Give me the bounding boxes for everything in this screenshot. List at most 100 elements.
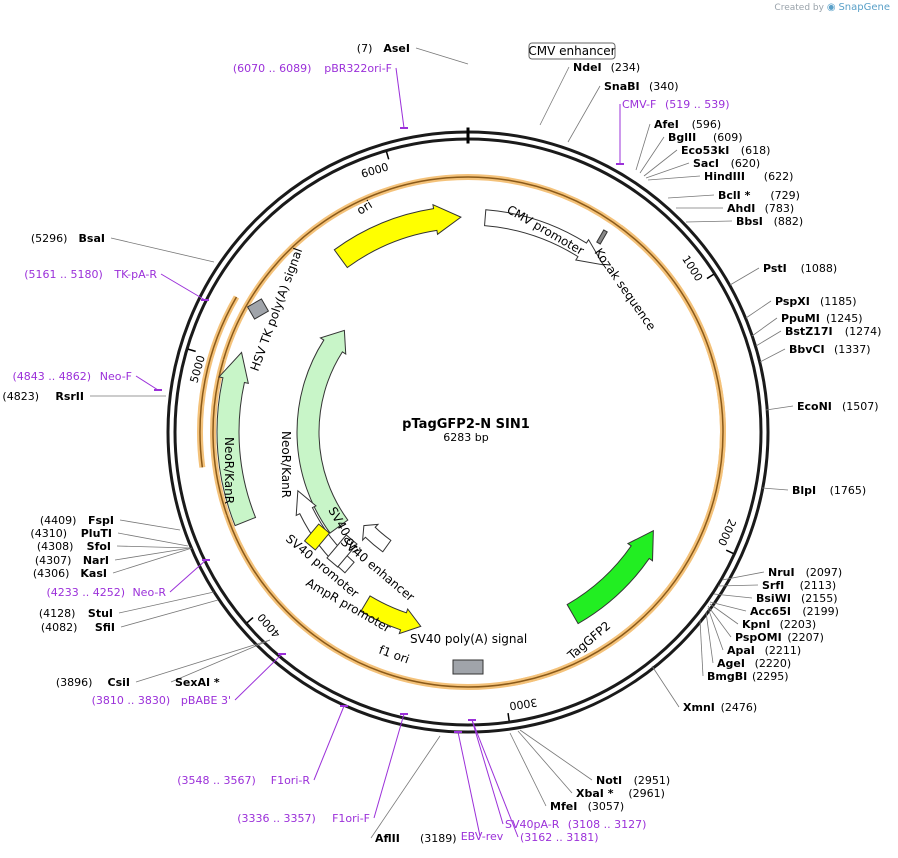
primer-range: (4843 .. 4862)	[12, 370, 91, 383]
restriction-site[interactable]: KpnI(2203)	[709, 603, 817, 631]
restriction-site[interactable]: CsiI(3896)	[56, 639, 271, 689]
site-leader-line	[643, 149, 678, 177]
site-position: (1274)	[845, 325, 882, 338]
site-position: (622)	[764, 170, 794, 183]
site-name: KasI	[80, 567, 107, 580]
restriction-site[interactable]: MfeI(3057)	[509, 732, 624, 813]
site-name: PstI	[763, 262, 787, 275]
primer-site[interactable]: F1ori-R(3548 .. 3567)	[177, 705, 348, 787]
site-position: (882)	[774, 215, 804, 228]
restriction-site[interactable]: BstZ17I(1274)	[755, 325, 882, 347]
restriction-site[interactable]: AseI(7)	[357, 42, 469, 65]
restriction-site[interactable]: RsrII(4823)	[2, 390, 166, 403]
primer-site[interactable]: Neo-R(4233 .. 4252)	[46, 559, 210, 599]
restriction-site[interactable]: BlpI(1765)	[761, 484, 867, 497]
orf-arc-main-outline	[513, 225, 726, 686]
ruler-tick	[246, 617, 254, 624]
restriction-site[interactable]: HindIII(622)	[647, 170, 794, 183]
primer-name: TK-pA-R	[113, 268, 157, 281]
restriction-site[interactable]: EcoNI(1507)	[765, 400, 879, 413]
restriction-site[interactable]: FspI(4409)	[40, 514, 181, 531]
site-position: (4310)	[30, 527, 67, 540]
primer-site[interactable]: pBABE 3'(3810 .. 3830)	[92, 653, 286, 707]
primer-site[interactable]: pBR322ori-F(6070 .. 6089)	[233, 62, 408, 129]
restriction-site[interactable]: BmgBI(2295)	[699, 619, 789, 683]
restriction-site[interactable]: PstI(1088)	[729, 262, 837, 286]
primer-site[interactable]: EBV-rev	[454, 731, 504, 843]
primer-range: (3108 .. 3127)	[568, 818, 647, 831]
restriction-site[interactable]: NdeI(234)	[539, 61, 640, 126]
restriction-site[interactable]: NruI(2097)	[721, 566, 843, 581]
site-leader-line	[539, 66, 570, 126]
restriction-site[interactable]: PluTI(4310)	[30, 527, 189, 547]
restriction-site[interactable]: PspOMI(2207)	[707, 605, 824, 644]
ruler-label: 2000	[715, 517, 738, 548]
restriction-site[interactable]: PspXI(1185)	[745, 295, 857, 319]
site-name: AgeI	[717, 657, 745, 670]
site-position: (4306)	[33, 567, 70, 580]
feature-label: SV40 poly(A) signal	[410, 632, 527, 646]
restriction-site[interactable]: AflII(3189)	[370, 735, 457, 845]
site-name: FspI	[88, 514, 114, 527]
ori-arrow	[333, 203, 462, 269]
restriction-site[interactable]: SfiI(4082)	[41, 599, 219, 634]
primer-range: (3810 .. 3830)	[92, 694, 171, 707]
restriction-site[interactable]: AfeI(596)	[635, 118, 721, 171]
site-leader-line	[759, 348, 786, 363]
site-leader-line	[765, 405, 794, 411]
restriction-site[interactable]: SexAI *	[170, 639, 271, 689]
restriction-site[interactable]: BsiWI(2155)	[713, 592, 838, 605]
restriction-site[interactable]: SnaBI(340)	[567, 80, 679, 143]
cmv-promoter-arrow	[484, 209, 605, 266]
site-position: (4128)	[39, 607, 76, 620]
site-name: AseI	[383, 42, 410, 55]
restriction-site[interactable]: SacI(620)	[645, 157, 760, 179]
restriction-site[interactable]: XmnI(2476)	[651, 665, 757, 714]
ruler-label: 3000	[509, 696, 539, 713]
primer-site[interactable]: (3162 .. 3181)	[468, 719, 599, 844]
site-name: BclI *	[718, 189, 751, 202]
primer-site[interactable]: TK-pA-R(5161 .. 5180)	[24, 268, 209, 301]
site-position: (2207)	[787, 631, 824, 644]
restriction-site[interactable]: XbaI *(2961)	[517, 730, 665, 800]
site-leader-line	[110, 237, 215, 263]
restriction-site[interactable]: BbsI(882)	[685, 215, 804, 228]
site-position: (2097)	[806, 566, 843, 579]
plasmid-length: 6283 bp	[443, 431, 488, 444]
restriction-site[interactable]: BglII(609)	[639, 131, 743, 174]
site-leader-line	[707, 607, 724, 651]
restriction-site[interactable]: BsaI(5296)	[31, 232, 215, 263]
restriction-site[interactable]: NarI(4307)	[35, 547, 191, 567]
restriction-site[interactable]: StuI(4128)	[39, 591, 215, 620]
site-position: (1765)	[830, 484, 867, 497]
restriction-site[interactable]: KasI (4306)	[33, 547, 193, 580]
restriction-site[interactable]: NotI(2951)	[519, 729, 670, 787]
restriction-site[interactable]: AhdI(783)	[676, 202, 794, 215]
restriction-site[interactable]: ApaI(2211)	[707, 607, 801, 657]
restriction-site[interactable]: PpuMI(1245)	[751, 312, 863, 337]
primer-site[interactable]: CMV-F(519 .. 539)	[616, 98, 730, 165]
site-name: SfiI	[95, 621, 115, 634]
site-leader-line	[709, 601, 747, 612]
ruler-tick	[706, 273, 715, 280]
restriction-site[interactable]: BbvCI(1337)	[759, 343, 871, 363]
primer-site[interactable]: F1ori-F(3336 .. 3357)	[237, 713, 408, 825]
restriction-site[interactable]: AgeI(2220)	[705, 611, 791, 670]
site-position: (2203)	[780, 618, 817, 631]
site-name: RsrII	[55, 390, 84, 403]
restriction-site[interactable]: Acc65I(2199)	[709, 601, 839, 618]
site-name: NotI	[596, 774, 622, 787]
taggfp2-arrow	[566, 529, 654, 625]
primer-range: (519 .. 539)	[665, 98, 730, 111]
site-position: (4308)	[37, 540, 74, 553]
primer-site[interactable]: Neo-F(4843 .. 4862)	[12, 370, 162, 391]
restriction-site[interactable]: SfoI(4308)	[37, 540, 191, 553]
feature-label: Kozak sequence	[592, 246, 659, 333]
site-name: NarI	[83, 554, 109, 567]
feature-label: f1 ori	[377, 643, 411, 667]
restriction-site[interactable]: Eco53kI(618)	[643, 144, 770, 177]
restriction-site[interactable]: SrfI(2113)	[717, 579, 836, 592]
restriction-site[interactable]: BclI *(729)	[667, 189, 800, 202]
primer-name: EBV-rev	[461, 830, 504, 843]
